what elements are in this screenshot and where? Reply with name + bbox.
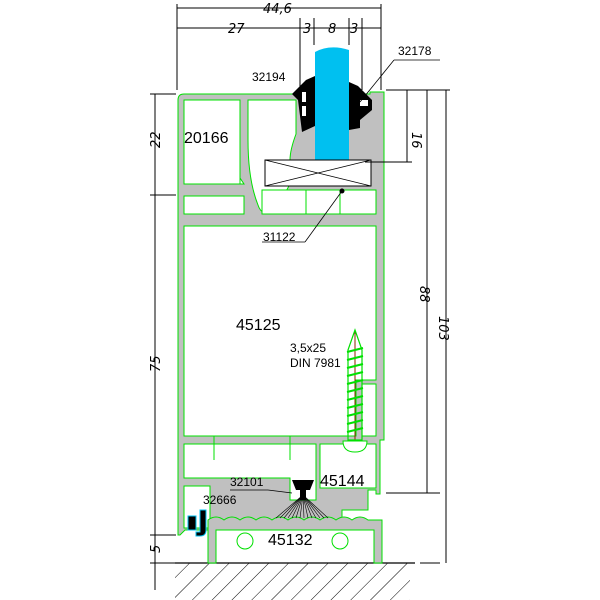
label-gasket-outer: 32194 bbox=[252, 70, 286, 84]
dim-segment-2: 3 bbox=[303, 22, 311, 37]
dim-right-overall: 103 bbox=[435, 316, 450, 341]
label-screw-standard: DIN 7981 bbox=[290, 356, 341, 370]
gasket-32194 bbox=[292, 76, 315, 132]
glazing-block-31122 bbox=[264, 159, 372, 194]
gasket-32178 bbox=[349, 82, 372, 130]
gasket-32666 bbox=[187, 509, 207, 537]
dimension-left bbox=[150, 93, 176, 590]
leaders bbox=[230, 59, 440, 494]
label-glazing-block: 31122 bbox=[263, 230, 296, 244]
dim-segment-4: 3 bbox=[350, 22, 358, 37]
label-bottom-gasket: 32666 bbox=[203, 493, 237, 507]
screw-icon bbox=[342, 328, 368, 453]
main-profile-45125 bbox=[177, 91, 385, 536]
dim-segment-3: 8 bbox=[328, 22, 336, 37]
dim-right-inner: 88 bbox=[416, 286, 431, 303]
ground-hatch bbox=[175, 562, 440, 600]
label-glazing-bead: 20166 bbox=[184, 130, 229, 147]
label-bottom-profile: 45132 bbox=[268, 532, 313, 549]
dim-left-upper: 22 bbox=[149, 131, 164, 148]
label-brush-seal: 32101 bbox=[230, 475, 264, 489]
dim-overall-width: 44,6 bbox=[263, 2, 292, 17]
dim-right-glazing: 16 bbox=[408, 132, 423, 149]
label-gasket-inner: 32178 bbox=[398, 44, 432, 58]
brush-seal-32101 bbox=[275, 480, 329, 519]
dim-segment-1: 27 bbox=[228, 22, 245, 37]
label-screw-size: 3,5x25 bbox=[290, 341, 326, 355]
dim-left-bottom: 5 bbox=[149, 545, 164, 553]
dimension-right bbox=[365, 89, 450, 563]
dim-left-middle: 75 bbox=[149, 355, 164, 372]
glass-pane bbox=[315, 52, 349, 160]
bottom-profile-45132 bbox=[207, 516, 383, 564]
label-sill-profile: 45144 bbox=[320, 473, 365, 490]
label-main-profile: 45125 bbox=[236, 317, 281, 334]
